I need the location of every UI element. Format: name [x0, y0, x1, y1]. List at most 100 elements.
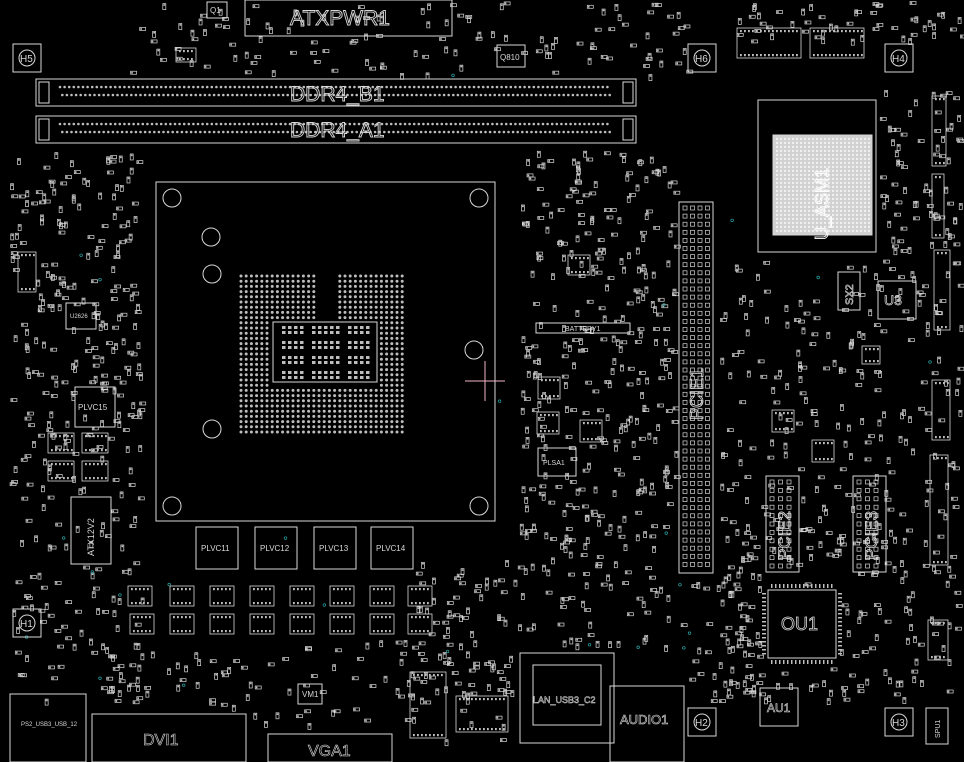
- smd-part: [47, 613, 55, 618]
- bga-ball: [799, 145, 803, 149]
- lga-pad: [379, 274, 383, 278]
- dimm-pin: [477, 122, 480, 126]
- bga-ball: [803, 229, 807, 233]
- bga-ball: [779, 173, 783, 177]
- dimm-pin: [399, 122, 402, 126]
- smd-part: [663, 338, 668, 346]
- bga-ball: [867, 229, 871, 233]
- smd-part: [41, 504, 46, 511]
- lga-pad: [244, 305, 248, 309]
- smd-part: [796, 562, 804, 567]
- dimm-pin: [387, 93, 391, 97]
- lga-pad: [244, 399, 248, 403]
- bga-ball: [791, 185, 795, 189]
- smd-part: [893, 692, 901, 697]
- bga-ball: [839, 209, 843, 213]
- lga-pad: [265, 430, 269, 434]
- smd-part: [137, 363, 142, 371]
- smd-part: [649, 534, 657, 539]
- dimm-pin: [408, 122, 411, 126]
- bga-ball: [799, 169, 803, 173]
- dimm-pin: [127, 85, 131, 89]
- dimm-pin: [465, 130, 469, 134]
- spu1-label: SPU1: [935, 720, 942, 738]
- dimm-pin: [212, 93, 216, 97]
- plvc13-label: PLVC13: [319, 544, 349, 553]
- lga-pad: [260, 284, 264, 288]
- center-cap: [318, 361, 322, 364]
- dimm-pin: [406, 93, 409, 97]
- smd-part: [10, 256, 15, 263]
- bga-ball: [843, 217, 847, 221]
- lga-pad: [395, 388, 399, 392]
- bga-ball: [775, 169, 779, 173]
- smd-part: [101, 224, 109, 228]
- lga-pad: [249, 326, 253, 330]
- qfp-pin: [838, 653, 842, 655]
- bga-ball: [843, 137, 847, 141]
- smd-part: [20, 673, 27, 678]
- smd-part: [50, 394, 58, 398]
- bga-ball: [843, 165, 847, 169]
- lga-pad: [296, 388, 300, 392]
- bga-ball: [827, 165, 831, 169]
- smd-part: [531, 408, 539, 413]
- lga-pad: [338, 409, 342, 413]
- dimm-pin: [438, 130, 441, 134]
- lga-pad: [343, 300, 347, 304]
- bga-ball: [787, 165, 791, 169]
- lga-pad: [249, 388, 253, 392]
- lga-pad: [364, 394, 368, 398]
- bga-ball: [831, 137, 835, 141]
- bga-ball: [775, 137, 779, 141]
- bga-ball: [791, 141, 795, 145]
- smd-part: [618, 534, 626, 539]
- bga-ball: [839, 173, 843, 177]
- lga-pad: [260, 347, 264, 351]
- bga-ball: [795, 221, 799, 225]
- lga-pad: [301, 305, 305, 309]
- bga-ball: [811, 157, 815, 161]
- lga-pad: [369, 305, 373, 309]
- smd-part: [65, 600, 73, 604]
- smd-part: [653, 225, 661, 230]
- lga-pad: [255, 388, 259, 392]
- bga-ball: [807, 169, 811, 173]
- h1-label: H1: [20, 619, 33, 630]
- lga-pad: [296, 290, 300, 294]
- smd-part: [619, 152, 627, 157]
- dimm-pin: [594, 130, 598, 134]
- bga-ball: [779, 169, 783, 173]
- bga-ball: [779, 181, 783, 185]
- center-cap: [336, 331, 340, 334]
- lga-pad: [327, 430, 331, 434]
- bga-ball: [783, 157, 787, 161]
- qfp-pin: [779, 584, 781, 588]
- lga-pad: [291, 425, 295, 429]
- smd-part: [670, 180, 678, 185]
- lga-pad: [265, 326, 269, 330]
- smd-part: [643, 531, 647, 538]
- lga-pad: [312, 425, 316, 429]
- smd-part: [879, 434, 883, 442]
- lga-pad: [301, 300, 305, 304]
- lga-pad: [379, 373, 383, 377]
- smd-part: [72, 451, 80, 456]
- smd-part: [92, 586, 100, 591]
- dimm-pin: [97, 93, 101, 97]
- lga-pad: [260, 404, 264, 408]
- bga-ball: [847, 157, 851, 161]
- dimm-pin: [123, 85, 126, 89]
- smd-part: [50, 347, 58, 352]
- bga-ball: [815, 141, 819, 145]
- center-cap: [282, 356, 286, 359]
- dimm-pin: [424, 130, 428, 134]
- smd-part: [597, 514, 605, 519]
- lga-pad: [385, 347, 389, 351]
- lga-pad: [317, 388, 321, 392]
- dimm-pin: [61, 130, 64, 134]
- smd-part: [122, 288, 130, 292]
- dimm-pin: [449, 122, 453, 126]
- lga-pad: [286, 430, 290, 434]
